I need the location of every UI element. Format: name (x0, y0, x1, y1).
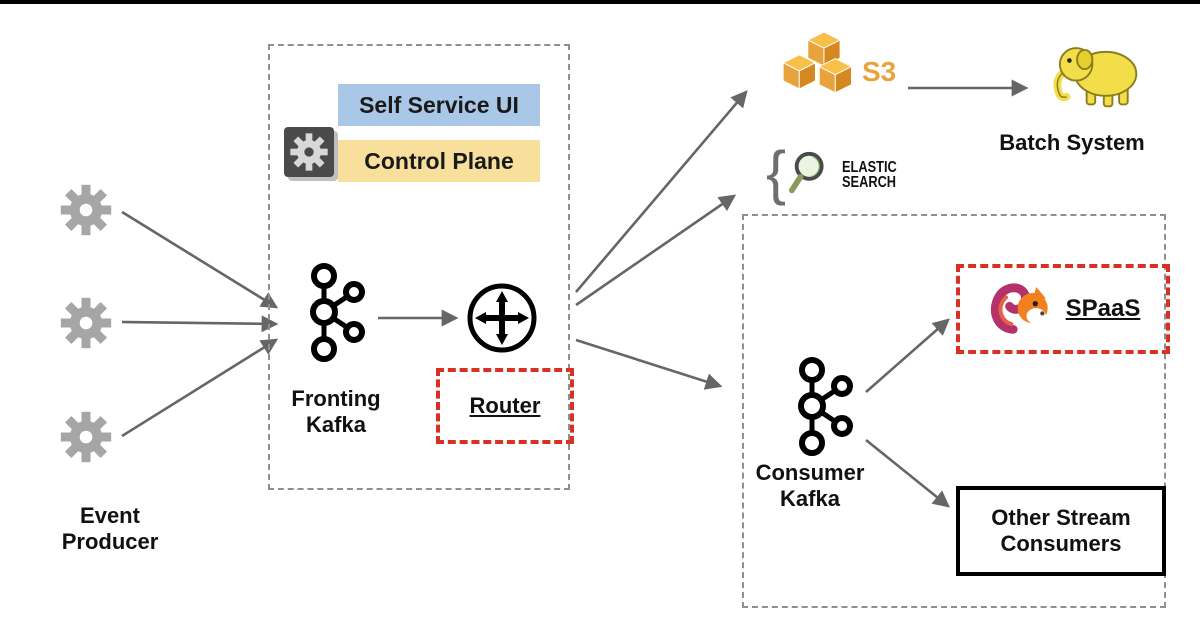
fronting-cluster-box (268, 44, 570, 490)
arrow-producer3-to-fronting-kafka (121, 338, 279, 438)
elasticsearch-magnifier-icon (789, 151, 824, 194)
fronting-kafka-label: Fronting Kafka (291, 386, 381, 437)
spaas-label: SPaaS (1065, 294, 1141, 322)
consumer-kafka-label: Consumer Kafka (755, 460, 865, 511)
elasticsearch-logo: { ELASTIC SEARCH (766, 139, 911, 206)
fronting-kafka-icon (310, 263, 365, 362)
flink-squirrel-icon (990, 283, 1048, 334)
spaas-box: SPaaS (956, 264, 1170, 354)
elasticsearch-brace: { (766, 139, 787, 206)
batch-system-label: Batch System (999, 130, 1145, 155)
elasticsearch-label-line2: SEARCH (842, 174, 897, 191)
router-box: Router (436, 368, 574, 444)
top-border-rule (0, 0, 1200, 4)
control-plane-label: Control Plane (364, 147, 514, 174)
router-label: Router (469, 393, 541, 419)
elasticsearch-label-line1: ELASTIC (842, 158, 897, 176)
consumer-cluster-box (742, 214, 1166, 608)
router-icon (467, 283, 537, 353)
event-producer-icon-2 (60, 297, 112, 349)
arrow-router-to-s3 (575, 90, 748, 293)
arrow-producer2-to-fronting-kafka (121, 315, 279, 333)
other-stream-consumers-box: Other Stream Consumers (956, 486, 1166, 576)
consumer-kafka-icon (798, 357, 853, 456)
control-plane-chip: Control Plane (338, 140, 540, 182)
arrow-router-to-elasticsearch (575, 194, 737, 307)
other-stream-consumers-label: Other Stream Consumers (991, 505, 1131, 556)
self-service-ui-chip: Self Service UI (338, 84, 540, 126)
s3-label: S3 (862, 56, 897, 87)
hadoop-elephant-icon (1053, 47, 1138, 108)
s3-icon (783, 32, 853, 94)
gear-icon (290, 133, 328, 171)
control-plane-gear-badge (284, 127, 334, 177)
self-service-ui-label: Self Service UI (359, 91, 519, 118)
event-producer-label: Event Producer (61, 503, 159, 554)
arrow-producer1-to-fronting-kafka (121, 210, 279, 309)
event-producer-icon-1 (60, 184, 112, 236)
event-producer-icon-3 (60, 411, 112, 463)
arrow-router-to-consumer-kafka (575, 338, 723, 390)
